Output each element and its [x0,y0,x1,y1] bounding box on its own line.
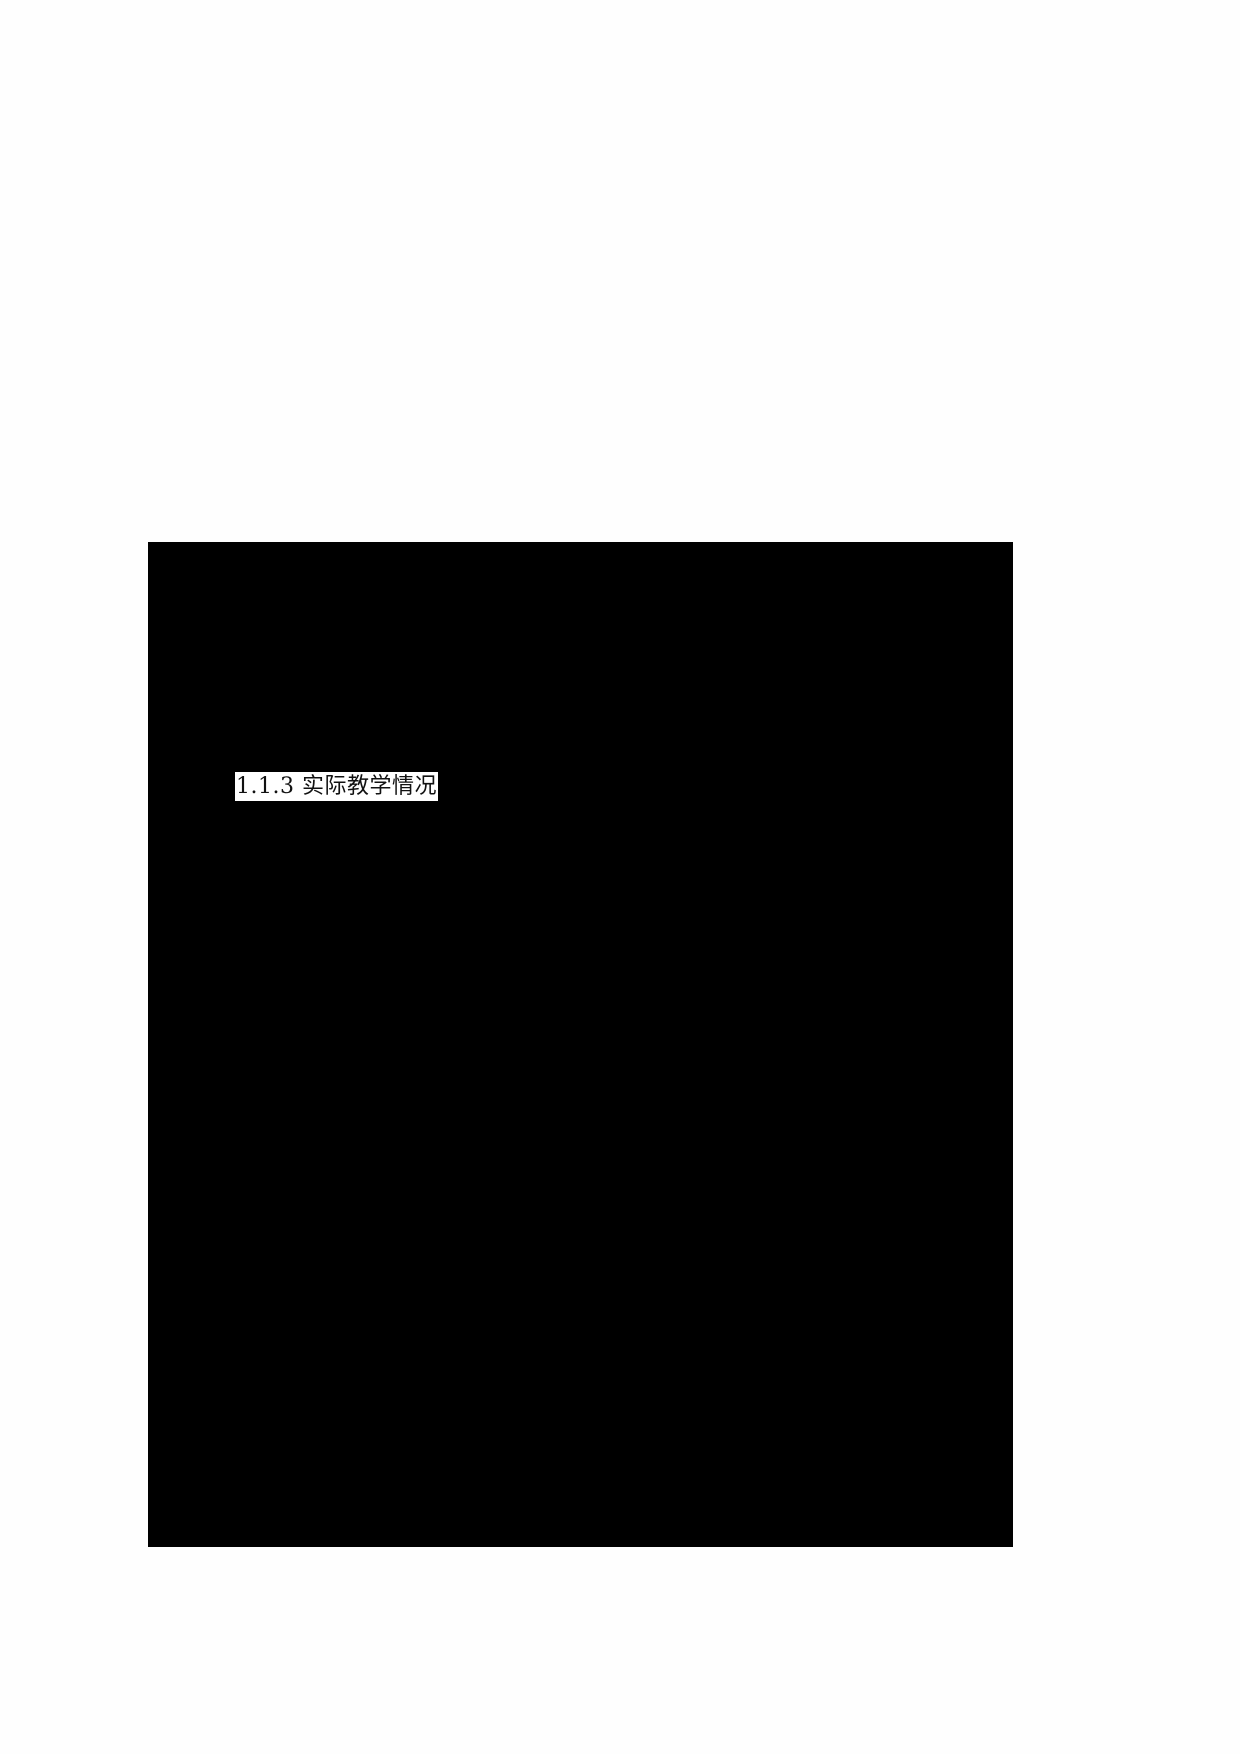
redacted-content-block [148,542,1013,1547]
section-heading: 1.1.3 实际教学情况 [235,772,438,801]
